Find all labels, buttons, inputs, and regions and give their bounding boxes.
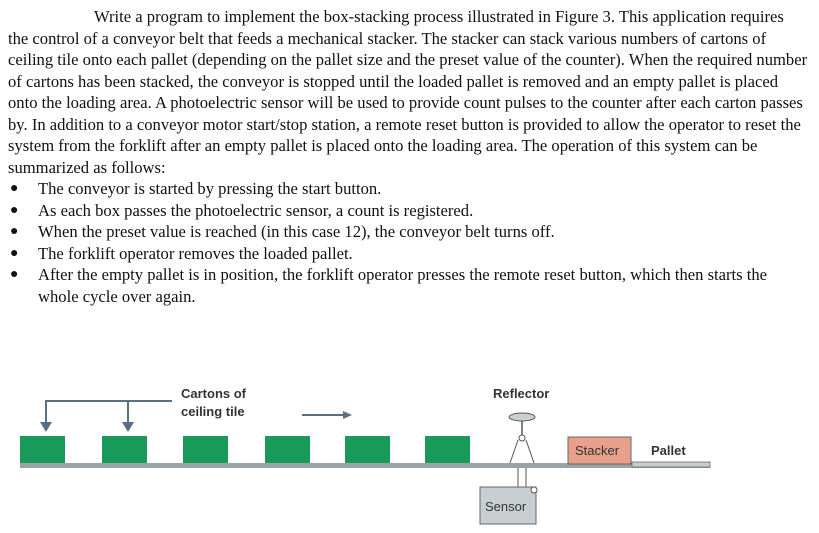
carton	[20, 436, 65, 463]
operation-text: After the empty pallet is in position, t…	[38, 265, 768, 306]
pallet-label: Pallet	[651, 443, 686, 458]
sensor-eye-icon	[530, 486, 538, 494]
reflector-disc-icon	[508, 412, 536, 422]
reflector-label: Reflector	[493, 386, 549, 401]
carton	[102, 436, 147, 463]
carton-feed-arrows	[45, 400, 172, 425]
carton	[183, 436, 228, 463]
bullet-icon: ●	[10, 224, 19, 239]
conveyor-belt	[20, 463, 710, 468]
pallet	[631, 461, 711, 468]
bullet-icon: ●	[10, 267, 19, 282]
stacker-box	[567, 436, 632, 465]
cartons-label-line2: ceiling tile	[181, 404, 245, 419]
operation-item: ● As each box passes the photoelectric se…	[8, 200, 808, 222]
problem-paragraph: Write a program to implement the box-sta…	[8, 7, 808, 177]
operation-item: ● The conveyor is started by pressing the…	[8, 178, 808, 200]
operation-item: ● After the empty pallet is in position, …	[8, 264, 808, 307]
box-stacking-figure: Cartons of ceiling tile Reflector Sensor…	[20, 386, 711, 525]
direction-arrow-head-icon	[343, 411, 352, 419]
operation-item: ● The forklift operator removes the loade…	[8, 243, 808, 265]
operation-list: ● The conveyor is started by pressing the…	[8, 178, 808, 307]
bullet-icon: ●	[10, 202, 19, 218]
operation-text: The forklift operator removes the loaded…	[38, 243, 353, 263]
bullet-icon: ●	[10, 245, 19, 261]
problem-text: Write a program to implement the box-sta…	[8, 6, 808, 307]
sensor-box	[479, 486, 537, 525]
feed-arrow-head-icon	[122, 422, 134, 432]
operation-text: When the preset value is reached (in thi…	[38, 222, 555, 241]
sensor-label: Sensor	[485, 499, 527, 514]
photoelectric-sensor: Sensor	[479, 468, 538, 525]
feed-arrow-head-icon	[40, 422, 52, 432]
carton	[265, 436, 310, 463]
bullet-icon: ●	[10, 181, 19, 196]
operation-text: The conveyor is started by pressing the …	[38, 179, 382, 198]
operation-item: ● When the preset value is reached (in th…	[8, 221, 808, 243]
cartons	[20, 436, 470, 463]
reflector	[508, 412, 536, 464]
operation-text: As each box passes the photoelectric sen…	[38, 200, 474, 220]
stacker-label: Stacker	[575, 443, 620, 458]
cartons-label-line1: Cartons of	[181, 386, 247, 401]
carton	[345, 436, 390, 463]
carton	[425, 436, 470, 463]
